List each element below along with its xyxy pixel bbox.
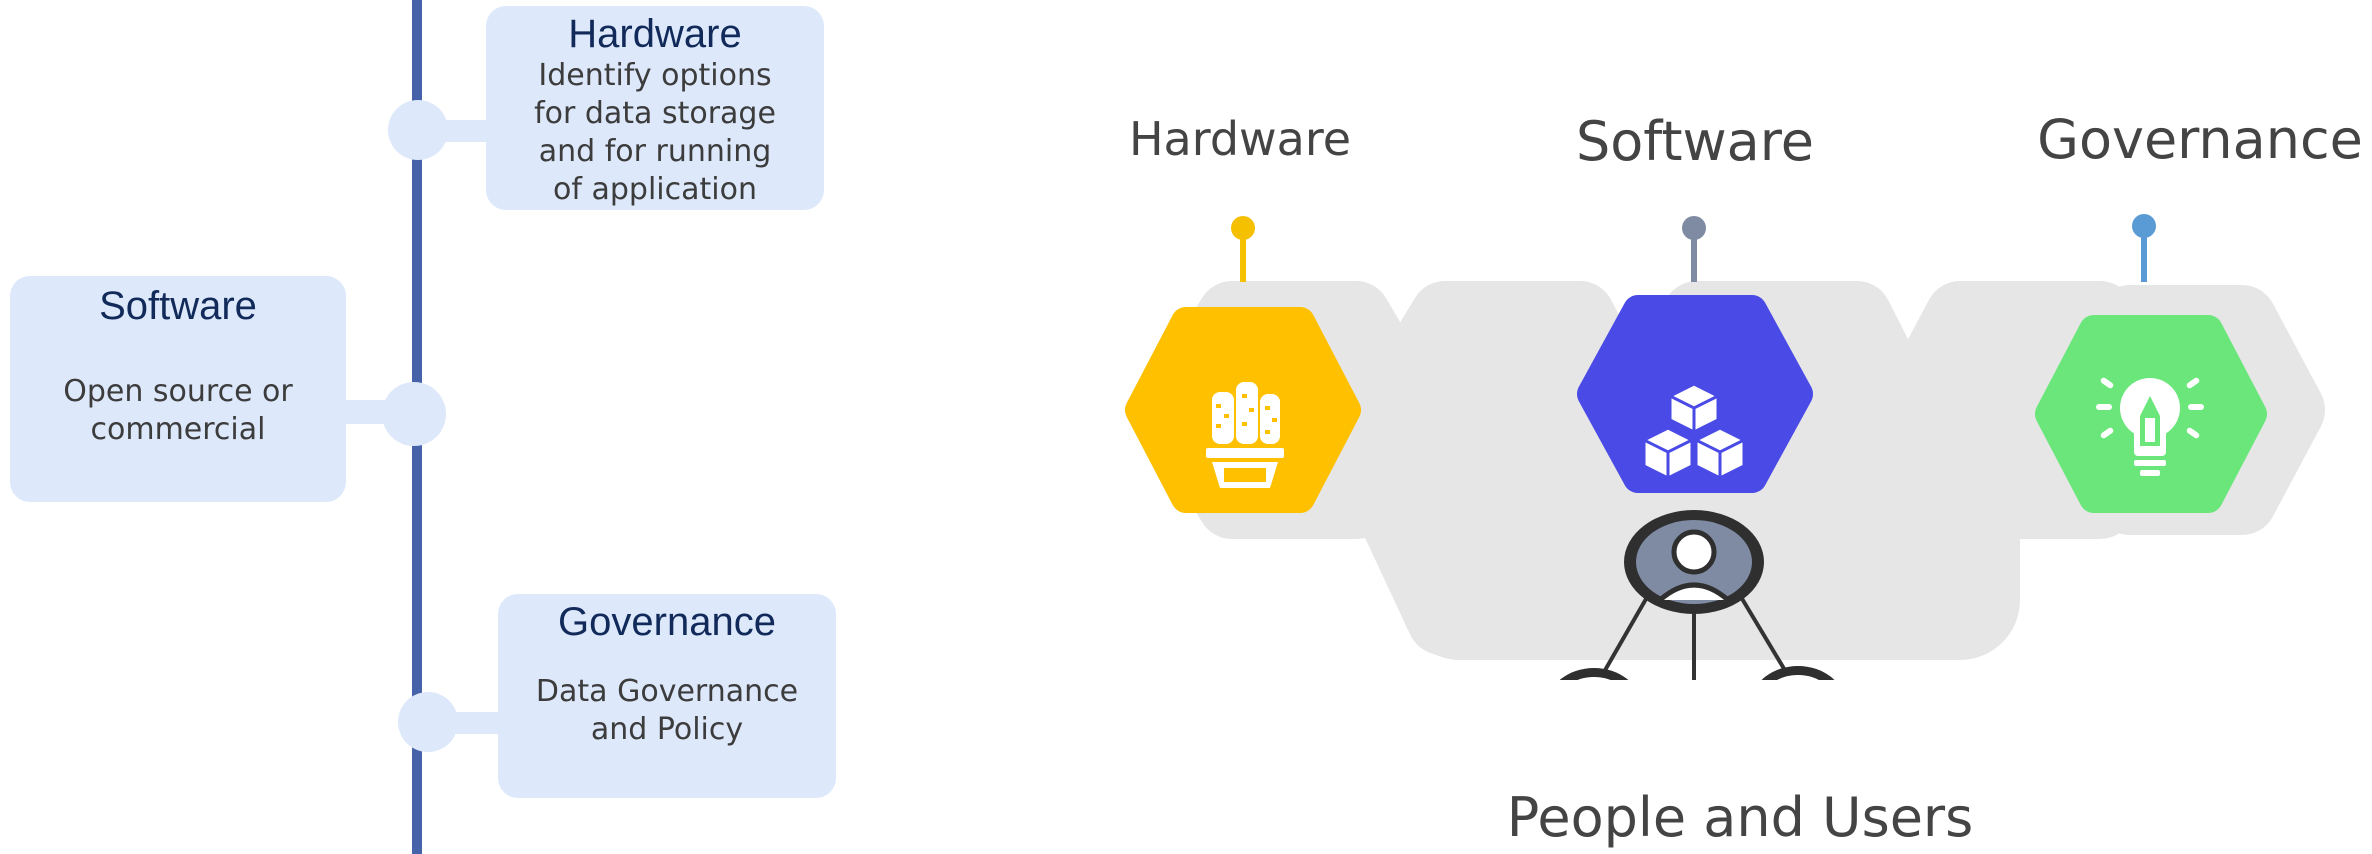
people-and-users-label: People and Users (1506, 786, 1974, 849)
lightbulb-pencil-detail (2145, 418, 2155, 442)
governance-card-line: Data Governance (535, 674, 799, 709)
governance-pin-head (2132, 214, 2156, 238)
governance-card: Governance Data Governance and Policy (498, 594, 836, 798)
software-card: Software Open source or commercial (10, 276, 346, 502)
governance-label: Governance (2037, 108, 2363, 171)
software-card-line: Open source or (63, 374, 293, 409)
software-pin-head (1682, 216, 1706, 240)
hardware-label: Hardware (1128, 112, 1352, 166)
hardware-pin-head (1231, 216, 1255, 240)
governance-card-line: and Policy (590, 712, 744, 747)
hardware-card-line: and for running (538, 134, 772, 169)
timeline-connector-hardware (430, 120, 500, 142)
cactus-pot-icon-cutouts (1216, 394, 1277, 482)
hardware-card: Hardware Identify options for data stora… (486, 6, 824, 210)
governance-card-title: Governance (558, 600, 776, 644)
hardware-card-line: Identify options (538, 58, 772, 93)
software-label: Software (1575, 110, 1815, 173)
hexagon-process-diagram (1125, 214, 2325, 680)
hardware-card-line: of application (553, 172, 757, 207)
hardware-card-line: for data storage (534, 96, 776, 131)
timeline-connector-governance (440, 712, 510, 734)
hardware-card-title: Hardware (568, 12, 742, 56)
software-card-line: commercial (90, 412, 266, 447)
software-card-title: Software (99, 284, 257, 328)
user-network-icon (1559, 510, 1835, 680)
stacked-cubes-icon (1642, 382, 1746, 480)
